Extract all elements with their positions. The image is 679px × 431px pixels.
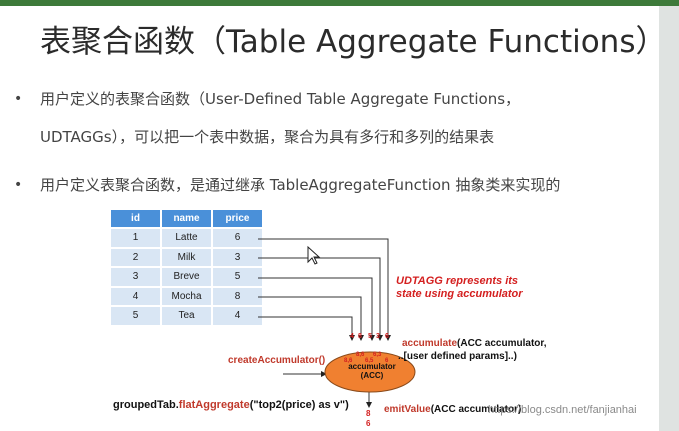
connector-line (258, 296, 364, 341)
mouse-cursor-icon (307, 245, 321, 265)
table-row: 4 Mocha 8 (109, 285, 262, 306)
price-table: id name price 1 Latte 6 2 Milk 3 3 Breve… (109, 210, 262, 325)
grouped-prefix: groupedTab. (113, 399, 179, 411)
slide-title: 表聚合函数（Table Aggregate Functions） (40, 24, 667, 60)
arrow-value: 3 (376, 333, 380, 340)
cell-id: 2 (109, 246, 161, 267)
table-row: 3 Breve 5 (109, 266, 262, 287)
table-row: 5 Tea 4 (109, 305, 262, 325)
bullet-marker: • (14, 177, 23, 193)
connector-line (258, 316, 355, 341)
table-row: 1 Latte 6 (109, 227, 262, 248)
cell-name: Milk (160, 246, 212, 267)
cell-name: Breve (160, 266, 212, 287)
grouped-method: flatAggregate (178, 399, 250, 411)
bullet-1-line-1: 用户定义的表聚合函数（User-Defined Table Aggregate … (40, 90, 521, 108)
cell-name: Tea (160, 305, 212, 325)
flat-aggregate-call: groupedTab.flatAggregate("top2(price) as… (113, 399, 349, 411)
arrow-value: 4 (350, 333, 354, 340)
acc-state-value: 6,3 (373, 352, 382, 358)
cell-price: 5 (211, 266, 262, 287)
output-value: 8 (366, 409, 371, 418)
accumulator-label-line2: (ACC) (360, 371, 384, 380)
table-header-row: id name price (109, 210, 262, 228)
table-row: 2 Milk 3 (109, 246, 262, 267)
grouped-suffix: ("top2(price) as v") (249, 399, 349, 411)
udtagg-note-line1: UDTAGG represents its (396, 275, 519, 287)
accumulate-method: accumulate (402, 338, 458, 349)
output-value: 6 (366, 419, 371, 428)
cell-id: 1 (109, 227, 161, 248)
acc-state-value: 6 (385, 358, 389, 364)
accumulate-params: ..[user defined params]..) (398, 351, 517, 362)
emit-value-label: emitValue(ACC accumulator) (384, 404, 521, 415)
emit-method: emitValue (384, 404, 431, 415)
accumulator-label-line1: accumulator (348, 362, 396, 371)
column-header-price: price (211, 210, 262, 228)
emit-args: (ACC accumulator) (430, 404, 522, 415)
arrow-value: 5 (368, 333, 372, 340)
slide-top-bar (0, 0, 679, 6)
cell-name: Latte (160, 227, 212, 248)
cell-price: 6 (211, 227, 262, 248)
accumulate-label: accumulate(ACC accumulator, (402, 338, 547, 349)
cell-price: 4 (211, 305, 262, 325)
cell-id: 3 (109, 266, 161, 287)
arrow-value: 8 (358, 333, 362, 340)
bullet-2: 用户定义表聚合函数，是通过继承 TableAggregateFunction 抽… (40, 176, 561, 194)
acc-state-value: 8,6 (356, 352, 365, 358)
accumulate-args: (ACC accumulator, (457, 338, 547, 349)
connector-line (258, 277, 375, 341)
column-header-id: id (109, 210, 161, 228)
acc-state-value: 6,5 (365, 358, 374, 364)
udtagg-note-line2: state using accumulator (396, 288, 523, 300)
bullet-marker: • (14, 91, 23, 107)
cell-id: 5 (109, 305, 161, 325)
column-header-name: name (160, 210, 212, 228)
bullet-1-line-2: UDTAGGs），可以把一个表中数据，聚合为具有多行和多列的结果表 (40, 128, 495, 146)
arrow-value: 6 (385, 333, 389, 340)
cell-id: 4 (109, 285, 161, 306)
accumulator-ellipse (324, 351, 416, 393)
connector-line (258, 238, 391, 341)
cell-name: Mocha (160, 285, 212, 306)
cell-price: 8 (211, 285, 262, 306)
udtagg-note: UDTAGG represents its state using accumu… (396, 275, 523, 301)
window-right-edge (659, 6, 679, 431)
cell-price: 3 (211, 246, 262, 267)
create-accumulator-label: createAccumulator() (228, 355, 326, 366)
connector-line (258, 257, 383, 341)
acc-state-value: 8,6 (344, 358, 353, 364)
accumulator-label: accumulator (ACC) (339, 362, 405, 380)
watermark: https://blog.csdn.net/fanjianhai (488, 404, 637, 416)
